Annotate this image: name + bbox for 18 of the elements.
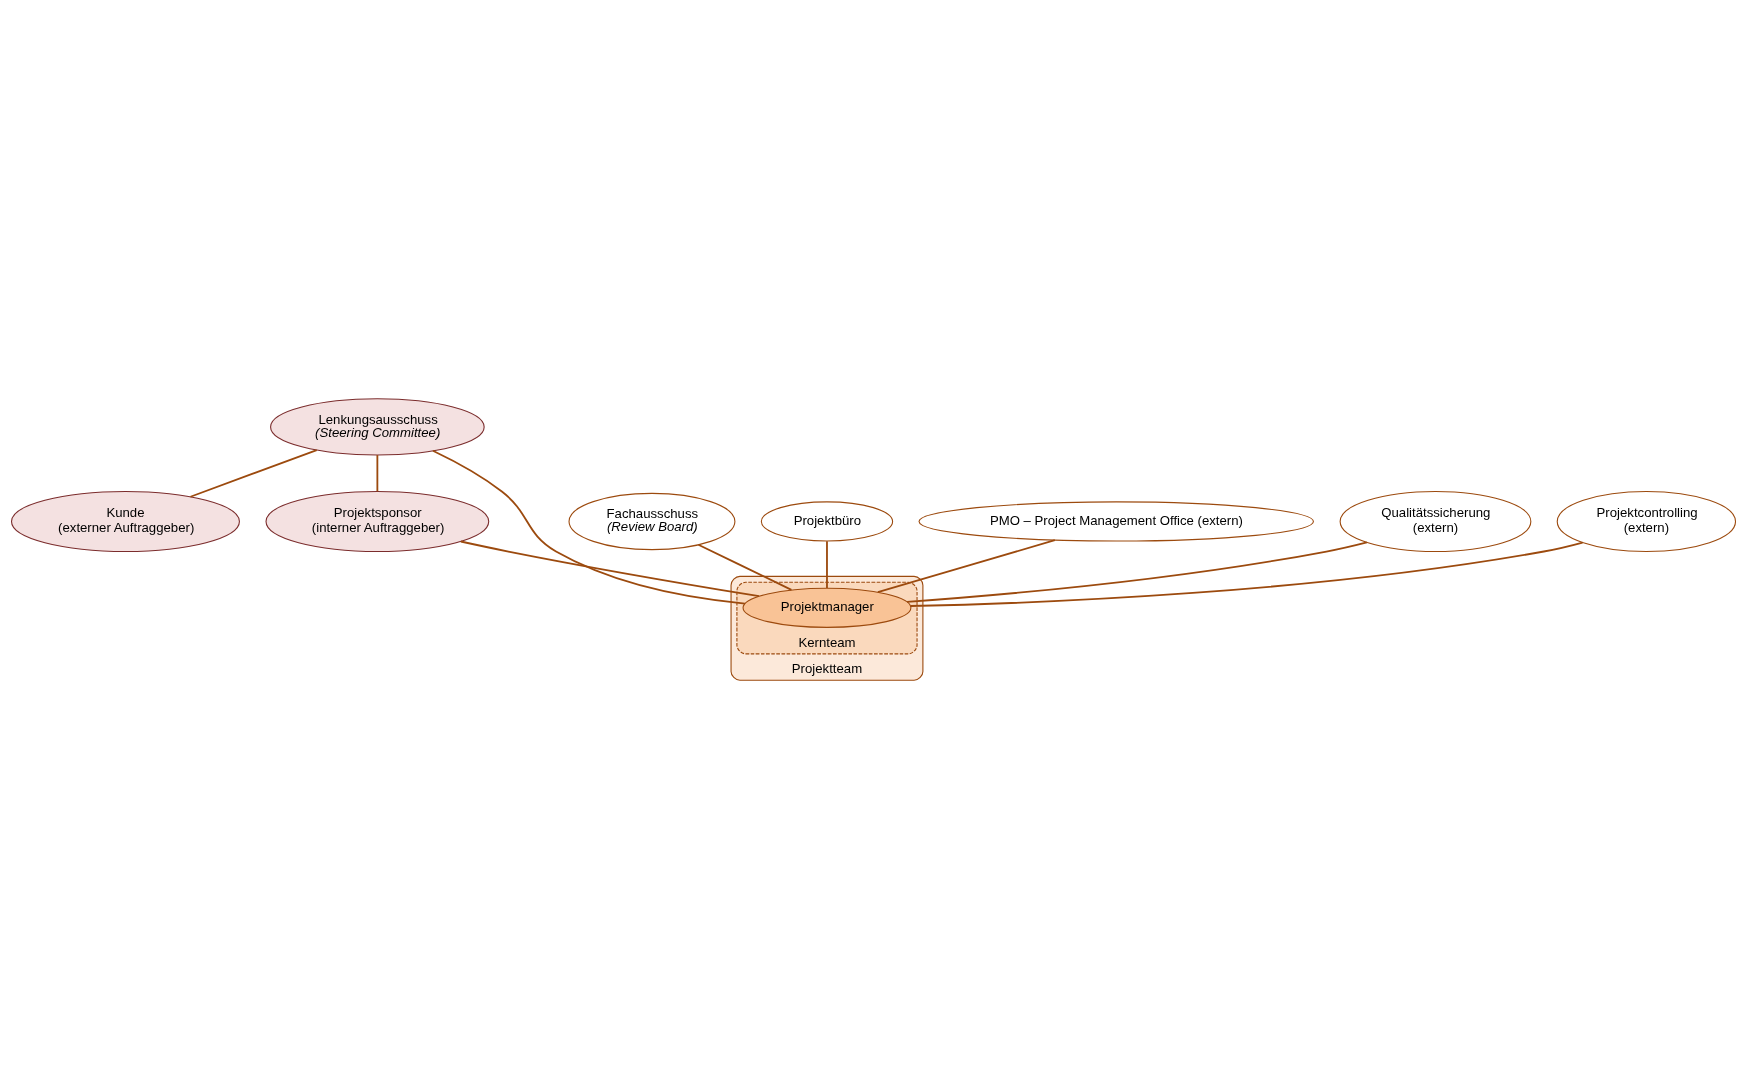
connector [459,540,760,598]
connector [697,543,793,591]
connector [906,541,1368,603]
node-ellipse: Projektmanager [742,587,912,628]
node-ellipse: Kunde (externer Auftraggeber) [10,490,240,553]
node-ellipse: Qualitätssicherung (extern) [1339,490,1532,553]
connector [876,539,1056,594]
node-ellipse: Projektcontrolling (extern) [1556,490,1737,553]
connector [189,449,318,498]
connector [376,454,379,493]
node-ellipse: Fachausschuss (Review Board) [568,492,736,551]
node-ellipse: PMO – Project Management Office (extern) [918,501,1314,542]
node-ellipse: Projektsponsor (interner Auftraggeber) [265,490,490,553]
node-ellipse: Projektbüro [760,501,894,542]
connector [432,449,746,605]
connector [909,541,1584,607]
node-ellipse: Lenkungsausschuss (Steering Committee) [270,398,485,456]
connector [826,540,828,589]
